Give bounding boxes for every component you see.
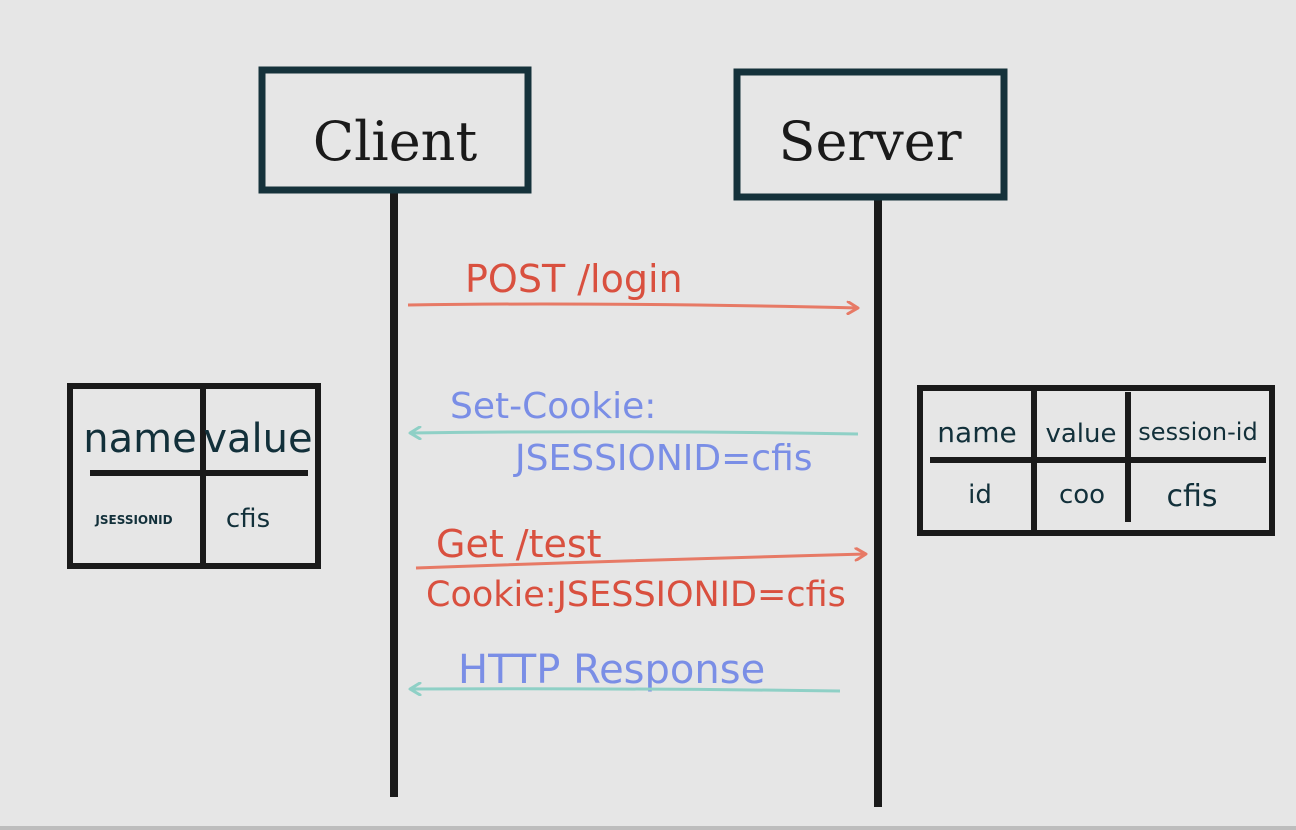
client-actor-box — [258, 66, 532, 194]
client-cookie-table: name value JSESSIONID cfis — [67, 383, 321, 569]
get-test-arrow — [415, 554, 866, 570]
set-cookie-label-line2: JSESSIONID=cfis — [513, 438, 813, 479]
client-actor: Client — [258, 66, 532, 194]
server-actor-box — [733, 68, 1008, 201]
server-table-cell-session-id: cfis — [1166, 479, 1217, 514]
message-get-test: Get /test Cookie:JSESSIONID=cfis — [415, 522, 866, 615]
http-response-arrow — [410, 689, 841, 691]
client-table-cell-name: JSESSIONID — [94, 513, 172, 527]
server-table-cell-name: id — [968, 480, 992, 510]
cookie-header-label: Cookie:JSESSIONID=cfis — [426, 575, 846, 615]
client-table-cell-value: cfis — [226, 504, 270, 534]
client-table-header-value: value — [203, 416, 312, 462]
server-table-header-value: value — [1045, 419, 1116, 449]
message-set-cookie: Set-Cookie: JSESSIONID=cfis — [410, 386, 859, 479]
http-response-label: HTTP Response — [458, 647, 765, 693]
message-http-response: HTTP Response — [410, 647, 841, 693]
server-actor: Server — [733, 68, 1008, 201]
get-test-label: Get /test — [436, 522, 602, 566]
server-actor-label: Server — [778, 110, 961, 173]
server-session-table: name value session-id id coo cfis — [917, 385, 1275, 536]
server-table-header-session-id: session-id — [1138, 418, 1257, 446]
bottom-rule — [0, 826, 1296, 830]
post-login-label: POST /login — [465, 257, 683, 301]
client-table-border — [67, 383, 321, 569]
set-cookie-arrow — [410, 432, 859, 434]
set-cookie-label-line1: Set-Cookie: — [450, 386, 656, 427]
client-table-header-name: name — [83, 416, 196, 462]
server-table-header-name: name — [937, 416, 1016, 449]
post-login-arrow — [407, 304, 858, 308]
client-actor-label: Client — [313, 110, 478, 173]
server-table-cell-value: coo — [1059, 480, 1105, 510]
server-table-border — [917, 385, 1275, 536]
message-post-login: POST /login — [407, 257, 858, 308]
